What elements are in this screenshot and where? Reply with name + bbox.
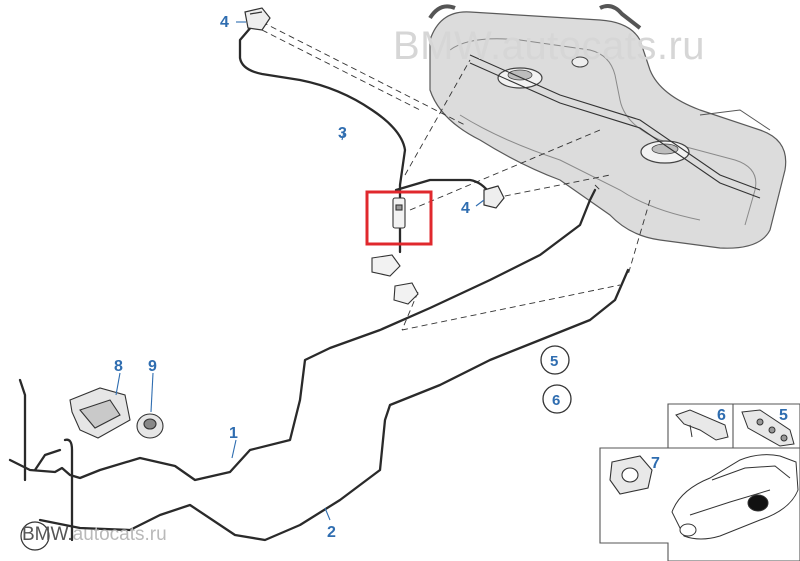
callout-4-top: 4 — [220, 14, 229, 31]
highlight-box — [365, 190, 433, 246]
watermark-bottom-dark: BMW. — [22, 524, 73, 545]
circled-symbol-5: 5 — [540, 345, 570, 375]
inset-bracket-part — [675, 409, 729, 441]
vent-pipe — [238, 24, 407, 254]
holder-part — [69, 387, 131, 439]
watermark-top: BMW.autocats.ru — [393, 24, 706, 68]
inset-clamp-part — [609, 455, 653, 495]
circled-symbol-5-label: 5 — [550, 353, 558, 370]
inset-callout-6: 6 — [717, 407, 726, 424]
pipes — [8, 24, 630, 542]
callout-1: 1 — [229, 425, 238, 442]
car-outline — [671, 454, 799, 540]
clip-top-part — [244, 7, 271, 31]
fuel-pipe-feed — [8, 188, 597, 482]
inset-callout-5: 5 — [779, 407, 788, 424]
callout-4-right: 4 — [461, 200, 470, 217]
callout-9: 9 — [148, 358, 157, 375]
fuel-tank — [428, 4, 787, 249]
circled-symbol-6: 6 — [542, 384, 572, 414]
callout-leaders — [115, 21, 485, 521]
circled-symbol-6-label: 6 — [552, 392, 560, 409]
inset-callout-7: 7 — [651, 455, 660, 472]
partial-circle — [20, 521, 50, 551]
inset-clip-part — [741, 409, 795, 447]
watermark-bottom-light: autocats.ru — [72, 524, 167, 545]
clip-right-part — [483, 185, 505, 209]
callout-2: 2 — [327, 524, 336, 541]
callout-3: 3 — [338, 125, 347, 142]
watermark-bottom: BMW.autocats.ru — [22, 524, 167, 546]
connector-assembly — [371, 197, 419, 305]
inset-panel: 6 5 7 — [599, 403, 800, 561]
leader-lines — [261, 21, 651, 331]
callout-8: 8 — [114, 358, 123, 375]
fuel-pipe-return — [38, 268, 630, 542]
nut-part — [136, 413, 164, 439]
